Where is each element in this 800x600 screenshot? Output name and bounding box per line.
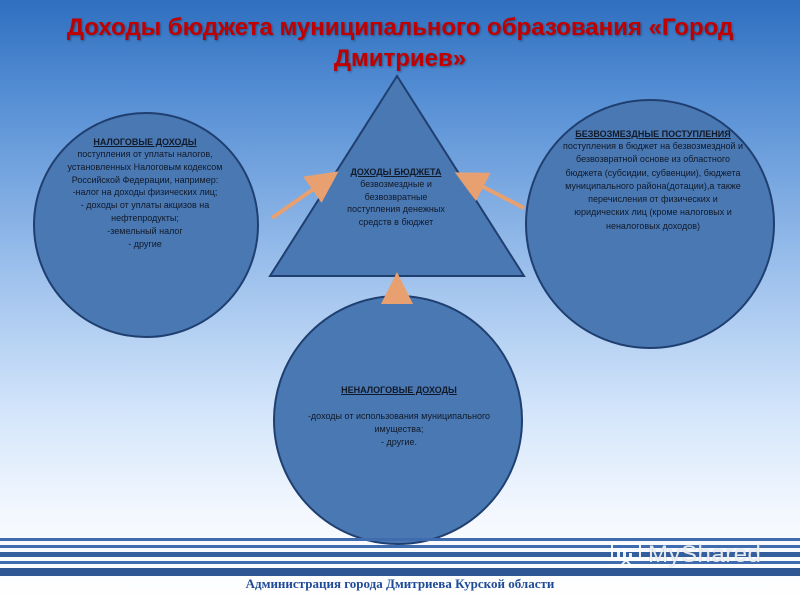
arrow-right-icon	[270, 171, 339, 220]
arrow-left-icon	[454, 172, 525, 210]
decorative-stripes	[0, 538, 800, 578]
tax-revenue-block: НАЛОГОВЫЕ ДОХОДЫ поступления от уплаты н…	[50, 136, 240, 250]
gratuitous-circle	[525, 99, 775, 349]
gratuitous-receipts-heading: БЕЗВОЗМЕЗДНЫЕ ПОСТУПЛЕНИЯ	[575, 129, 731, 139]
presentation-icon	[611, 543, 641, 568]
non-tax-revenue-heading: НЕНАЛОГОВЫЕ ДОХОДЫ	[341, 385, 457, 395]
gratuitous-receipts-block: БЕЗВОЗМЕЗДНЫЕ ПОСТУПЛЕНИЯ поступления в …	[560, 128, 746, 233]
tax-circle	[33, 112, 259, 338]
watermark: MyShared	[610, 538, 790, 572]
tax-revenue-heading: НАЛОГОВЫЕ ДОХОДЫ	[93, 137, 197, 147]
non-tax-revenue-block: НЕНАЛОГОВЫЕ ДОХОДЫ -доходы от использова…	[296, 384, 502, 449]
gratuitous-receipts-text: поступления в бюджет на безвозмездной и …	[562, 141, 744, 231]
tax-revenue-text: поступления от уплаты налогов, установле…	[67, 149, 223, 249]
footer-text: Администрация города Дмитриева Курской о…	[245, 576, 555, 591]
non-tax-revenue-text: -доходы от использования муниципального …	[307, 411, 491, 447]
budget-revenue-text: безвозмездные и безвозвратные поступлени…	[347, 179, 445, 227]
watermark-text: MyShared	[648, 541, 762, 568]
budget-revenue-block: ДОХОДЫ БЮДЖЕТА безвозмездные и безвозвра…	[338, 166, 454, 228]
page-title: Доходы бюджета муниципального образовани…	[66, 14, 734, 72]
budget-revenue-heading: ДОХОДЫ БЮДЖЕТА	[350, 167, 442, 177]
